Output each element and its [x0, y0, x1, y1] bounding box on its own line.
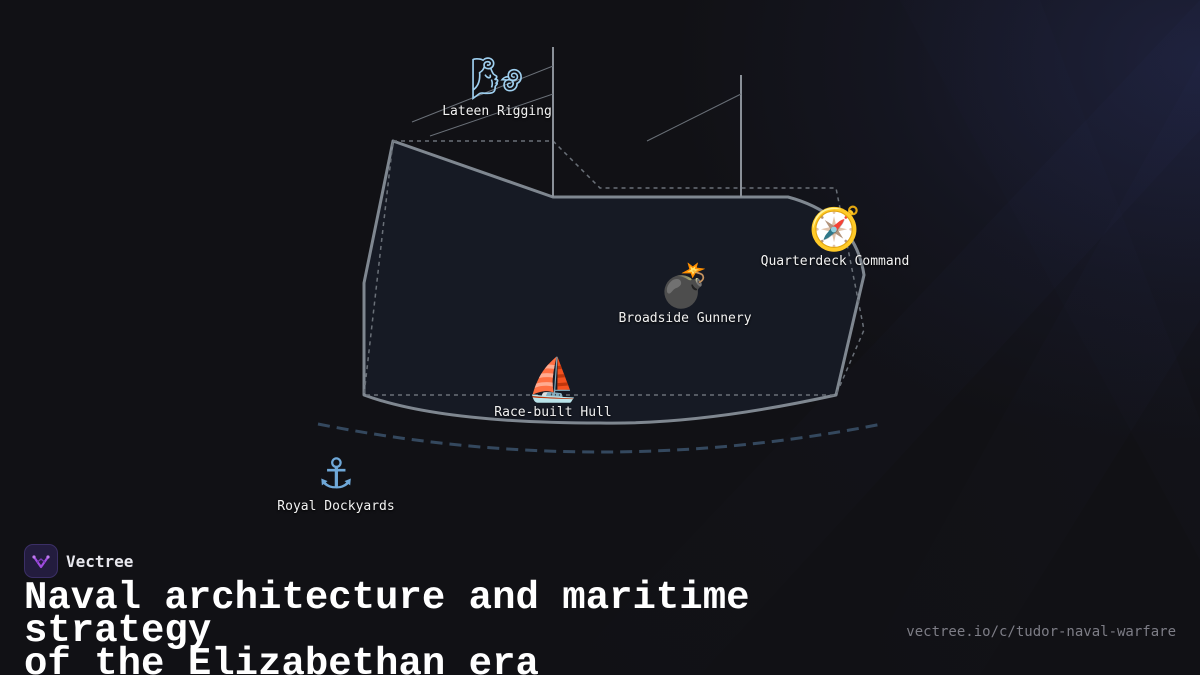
node-label: Quarterdeck Command [760, 254, 910, 269]
node-label: Race-built Hull [494, 405, 612, 420]
hull-outline [362, 139, 866, 425]
bomb-icon: 💣 [658, 261, 712, 310]
rigging-line [429, 93, 554, 137]
deck-line [363, 140, 865, 396]
title-line-1: Naval architecture and maritime strategy [24, 576, 750, 653]
node-quarterdeck-command: 🧭 Quarterdeck Command [761, 206, 910, 270]
node-lateen-rigging: 🌬 Lateen Rigging [442, 56, 552, 120]
node-label: Broadside Gunnery [618, 311, 752, 326]
node-race-built-hull: ⛵ Race-built Hull [494, 357, 611, 421]
page-title: Naval architecture and maritime strategy… [24, 579, 904, 675]
anchor-icon: ⚓ [317, 449, 355, 498]
rigging-line [411, 65, 554, 123]
waterline [317, 422, 883, 454]
rigging-line [646, 93, 742, 142]
node-broadside-gunnery: 💣 Broadside Gunnery [618, 263, 751, 327]
vectree-logo-icon [24, 544, 58, 578]
node-label: Lateen Rigging [442, 104, 552, 119]
compass-icon: 🧭 [808, 204, 862, 253]
node-royal-dockyards: ⚓ Royal Dockyards [277, 451, 394, 515]
brand-name: Vectree [66, 551, 134, 571]
title-line-2: of the Elizabethan era [24, 642, 539, 675]
source-url[interactable]: vectree.io/c/tudor-naval-warfare [906, 624, 1176, 640]
sailboat-icon: ⛵ [526, 355, 580, 404]
node-label: Royal Dockyards [277, 499, 395, 514]
wind-icon: 🌬 [470, 54, 524, 103]
brand[interactable]: Vectree [24, 544, 133, 578]
